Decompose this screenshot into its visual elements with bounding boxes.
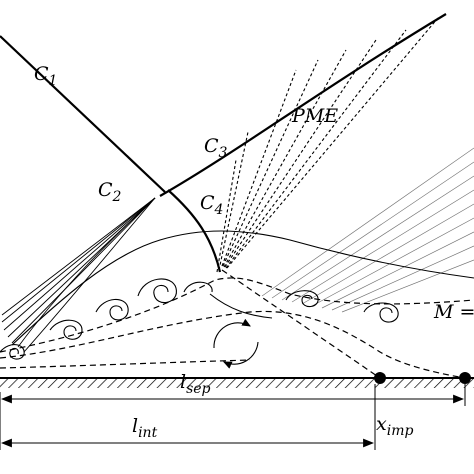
shear-layer-vortices xyxy=(0,278,399,360)
separation-bubble-boundary xyxy=(0,310,466,379)
expansion-fan-pme xyxy=(216,17,439,273)
vortex-8 xyxy=(209,293,273,319)
incident-shock-c1 xyxy=(0,35,166,193)
vortex-7 xyxy=(363,302,399,323)
label-pme: PME xyxy=(291,105,338,127)
label-x-imp: ximp xyxy=(376,413,413,439)
shock-impingement-line xyxy=(221,269,381,379)
shear-layer-line xyxy=(11,230,474,346)
reflected-shock-c3 xyxy=(159,13,447,197)
wall xyxy=(0,377,474,388)
near-wall-dashed-line xyxy=(0,359,251,369)
label-l-int: lint xyxy=(132,415,158,441)
label-l-sep: lsep xyxy=(180,371,211,397)
vortex-4 xyxy=(137,278,177,304)
x-imp-marker xyxy=(374,372,386,384)
dimension-lines xyxy=(0,384,466,450)
reattachment-compression-fan xyxy=(261,147,474,313)
label-c3: C3 xyxy=(204,135,228,161)
compression-fan-c2 xyxy=(1,197,156,353)
mixing-layer-upper-boundary xyxy=(0,277,474,353)
vortex-3 xyxy=(95,298,129,321)
label-c1: C1 xyxy=(34,63,57,89)
label-mach: M = xyxy=(433,301,474,323)
vortex-6 xyxy=(285,290,319,308)
recirculation-bubble-vortex xyxy=(213,318,259,369)
vortex-5 xyxy=(183,281,213,293)
wall-hatching xyxy=(0,378,474,388)
vortex-1 xyxy=(0,344,25,360)
label-c2: C2 xyxy=(98,179,122,205)
transmitted-shock-c4 xyxy=(167,189,222,273)
vortex-2 xyxy=(49,319,83,340)
label-c4: C4 xyxy=(200,192,223,218)
separation-end-marker xyxy=(459,372,471,384)
